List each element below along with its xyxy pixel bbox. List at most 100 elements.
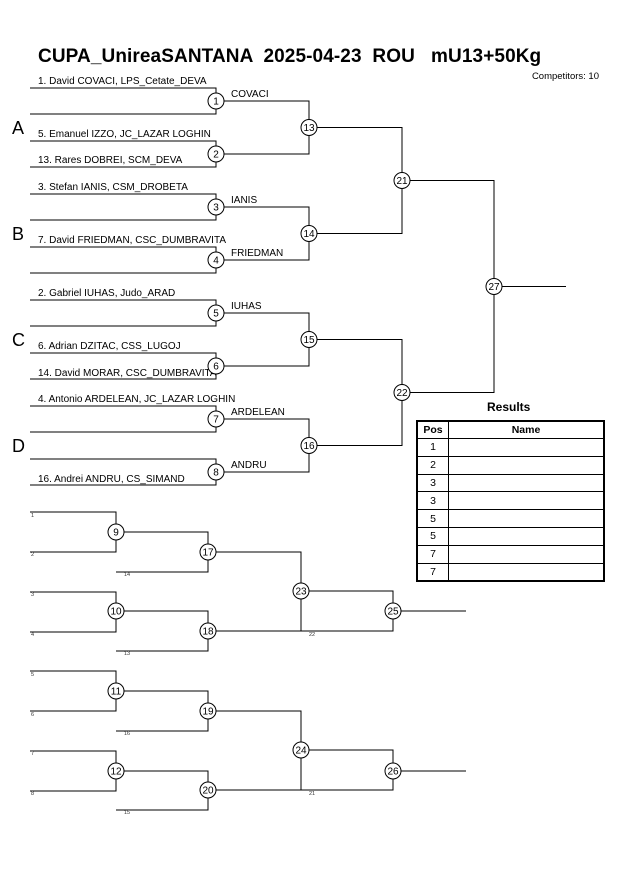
fight-number: 25 [387, 607, 399, 618]
bracket-line [309, 127, 403, 234]
fight-circle [207, 463, 225, 481]
slot-label: 22 [309, 632, 315, 638]
fight-circle [207, 198, 225, 216]
fight-circle [393, 384, 411, 401]
slot-label: 13 [124, 651, 130, 657]
fight-circle [199, 702, 217, 720]
bracket-line [116, 690, 209, 732]
fight-number: 23 [295, 587, 307, 598]
slot-label: 16 [124, 731, 130, 737]
slot-label: 2 [31, 552, 34, 558]
pool-label: B [12, 224, 24, 244]
winner-name: COVACI [231, 89, 269, 100]
slot-label: 6 [31, 712, 34, 718]
pool-label: A [12, 118, 24, 138]
slot-label: 15 [124, 810, 130, 816]
fight-circle [384, 762, 402, 780]
fight-circle [300, 437, 318, 454]
fight-number: 21 [396, 176, 408, 187]
fight-circle [300, 119, 318, 136]
competitor-name: 1. David COVACI, LPS_Cetate_DEVA [38, 76, 207, 87]
fight-number: 5 [213, 309, 219, 320]
fight-circle [199, 781, 217, 799]
fight-circle [300, 225, 318, 242]
slot-label: 14 [124, 572, 130, 578]
bracket-line [208, 551, 302, 632]
fight-circle [107, 523, 125, 541]
fight-circle [300, 331, 318, 348]
competitor-name: 6. Adrian DZITAC, CSS_LUGOJ [38, 341, 181, 352]
results-header-row: Pos Name [417, 421, 604, 439]
competitor-name: 3. Stefan IANIS, CSM_DROBETA [38, 182, 188, 193]
results-title: Results [487, 400, 531, 414]
fight-circle [199, 543, 217, 561]
fight-number: 19 [202, 707, 214, 718]
fight-circle [207, 357, 225, 375]
fight-number: 17 [202, 548, 214, 559]
fight-circle [207, 92, 225, 110]
bracket-line [30, 246, 217, 274]
bracket-line [402, 180, 495, 393]
results-pos: 5 [417, 509, 449, 528]
competitor-name: 13. Rares DOBREI, SCM_DEVA [38, 155, 183, 166]
fight-number: 15 [303, 335, 315, 346]
competitor-name: 7. David FRIEDMAN, CSC_DUMBRAVITA [38, 235, 226, 246]
bracket-line [208, 710, 302, 791]
results-pos: 3 [417, 473, 449, 492]
results-row: 5 [417, 509, 604, 528]
fight-circle [485, 278, 503, 295]
results-pos: 7 [417, 544, 449, 564]
results-name [448, 509, 604, 528]
fight-number: 6 [213, 362, 219, 373]
results-row: 2 [417, 455, 604, 475]
fight-circle [107, 682, 125, 700]
fight-number: 13 [303, 123, 315, 134]
pool-label: C [12, 330, 25, 350]
results-name [448, 438, 604, 457]
winner-name: ANDRU [231, 460, 267, 471]
fight-number: 22 [396, 388, 408, 399]
fight-number: 3 [213, 203, 219, 214]
results-name [448, 544, 604, 564]
fight-number: 27 [488, 282, 500, 293]
bracket-line [30, 87, 217, 115]
fight-circle [292, 582, 310, 600]
results-row: 1 [417, 438, 604, 457]
bracket-line [30, 511, 117, 553]
winner-name: ARDELEAN [231, 407, 285, 418]
fight-circle [107, 762, 125, 780]
slot-label: 5 [31, 672, 34, 678]
results-pos: 1 [417, 438, 449, 457]
fight-circle [207, 410, 225, 428]
fight-number: 1 [213, 97, 219, 108]
competitor-name: 2. Gabriel IUHAS, Judo_ARAD [38, 288, 175, 299]
pool-label: D [12, 436, 25, 456]
bracket-line [301, 749, 394, 791]
slot-label: 21 [309, 791, 315, 797]
page-title: CUPA_UnireaSANTANA 2025-04-23 ROU mU13+5… [38, 46, 542, 67]
results-row: 7 [417, 544, 604, 564]
competitor-name: 16. Andrei ANDRU, CS_SIMAND [38, 474, 185, 485]
fight-circle [207, 304, 225, 322]
fight-number: 9 [113, 528, 119, 539]
fight-number: 12 [110, 767, 122, 778]
competitor-count: Competitors: 10 [531, 71, 599, 82]
results-pos: 7 [417, 562, 449, 582]
results-header-name: Name [448, 421, 604, 439]
fight-number: 11 [111, 687, 122, 698]
results-pos: 3 [417, 491, 449, 510]
fight-circle [393, 172, 411, 189]
fight-number: 7 [213, 415, 219, 426]
slot-label: 1 [31, 513, 34, 519]
fight-number: 10 [110, 607, 122, 618]
slot-label: 4 [31, 632, 34, 638]
bracket-line [216, 100, 310, 155]
bracket-line [30, 299, 217, 327]
competitor-name: 5. Emanuel IZZO, JC_LAZAR LOGHIN [38, 129, 211, 140]
results-row: 3 [417, 491, 604, 510]
fight-number: 18 [202, 627, 214, 638]
bracket-line [30, 750, 117, 792]
fight-circle [384, 602, 402, 620]
fight-number: 16 [303, 441, 315, 452]
